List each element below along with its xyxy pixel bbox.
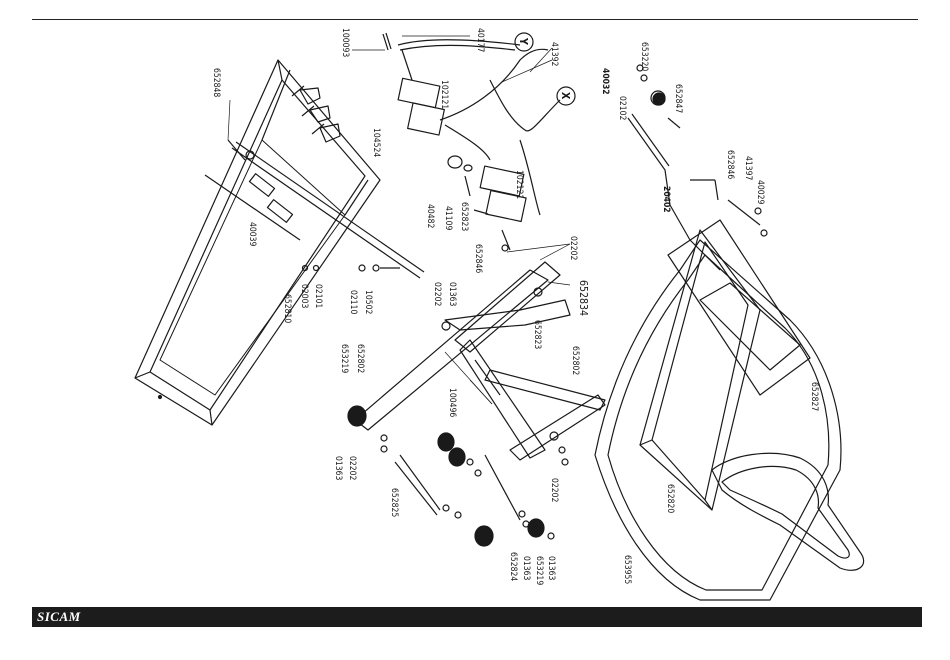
callout-02202-top: 02202: [568, 236, 578, 260]
callout-02202-right: 02202: [549, 478, 559, 502]
callout-02101: 02101: [313, 284, 323, 308]
callout-40482: 40482: [425, 204, 435, 228]
callout-102121-upper: 102121: [439, 80, 449, 109]
callout-labels: 100093 40177 41392 Y X 652848 102121 102…: [211, 28, 819, 585]
callout-41109: 41109: [443, 206, 453, 230]
callout-652810: 652810: [282, 294, 292, 323]
rollers: [347, 92, 666, 547]
callout-652846-right: 652846: [725, 150, 735, 179]
callout-20402: 20402: [661, 186, 671, 213]
callout-40177: 40177: [475, 28, 485, 52]
header-rule: [32, 19, 918, 20]
callout-652823-upper: 652823: [459, 202, 469, 231]
callout-652827: 652827: [809, 382, 819, 411]
callout-01363-mid: 01363: [447, 282, 457, 306]
callout-02202-low: 02202: [347, 456, 357, 480]
callout-653220: 653220: [639, 42, 649, 71]
callout-652834: 652834: [577, 280, 589, 316]
callout-652802-left: 652802: [355, 344, 365, 373]
callout-41397: 41397: [743, 156, 753, 180]
callout-652825: 652825: [389, 488, 399, 517]
callout-01363-bottom-b: 01363: [546, 556, 556, 580]
callout-02102: 02102: [617, 96, 627, 120]
leader-lines: [227, 35, 571, 405]
callout-01363-bottom-a: 01363: [521, 556, 531, 580]
frame-652810: [134, 59, 425, 426]
callout-x: X: [559, 92, 571, 100]
callout-652846-mid: 652846: [473, 244, 483, 273]
callout-652802-right: 652802: [570, 346, 580, 375]
callout-652848: 652848: [211, 68, 221, 97]
callout-652824: 652824: [508, 552, 518, 581]
callout-41392: 41392: [549, 42, 559, 66]
footer-bar: [32, 607, 922, 627]
callout-40039: 40039: [247, 222, 257, 246]
callout-104524: 104524: [371, 128, 381, 157]
callout-02202-mid: 02202: [432, 282, 442, 306]
callout-652823-lower: 652823: [532, 320, 542, 349]
callout-652820: 652820: [665, 484, 675, 513]
callout-01363-low: 01363: [333, 456, 343, 480]
callout-100496: 100496: [447, 388, 457, 417]
callout-40029: 40029: [755, 180, 765, 204]
callout-652847: 652847: [673, 84, 683, 113]
callout-40032: 40032: [600, 68, 610, 95]
callout-02110: 02110: [348, 290, 358, 314]
callout-653219-right: 653219: [534, 556, 544, 585]
linkage-arms: [354, 229, 606, 540]
callout-02003: 02003: [299, 284, 309, 308]
brand-logo: SICAM: [37, 609, 81, 624]
callout-100093: 100093: [340, 28, 350, 57]
callout-y: Y: [517, 37, 529, 45]
platform-652827: [639, 219, 811, 511]
handle-653955: [594, 239, 865, 601]
callout-102121-lower: 102121: [514, 170, 524, 199]
lamp-assembly-102121: [382, 32, 576, 223]
callout-653219-left: 653219: [339, 344, 349, 373]
callout-10502: 10502: [363, 290, 373, 314]
rod-20402: [627, 64, 768, 271]
callout-653955: 653955: [622, 555, 632, 584]
